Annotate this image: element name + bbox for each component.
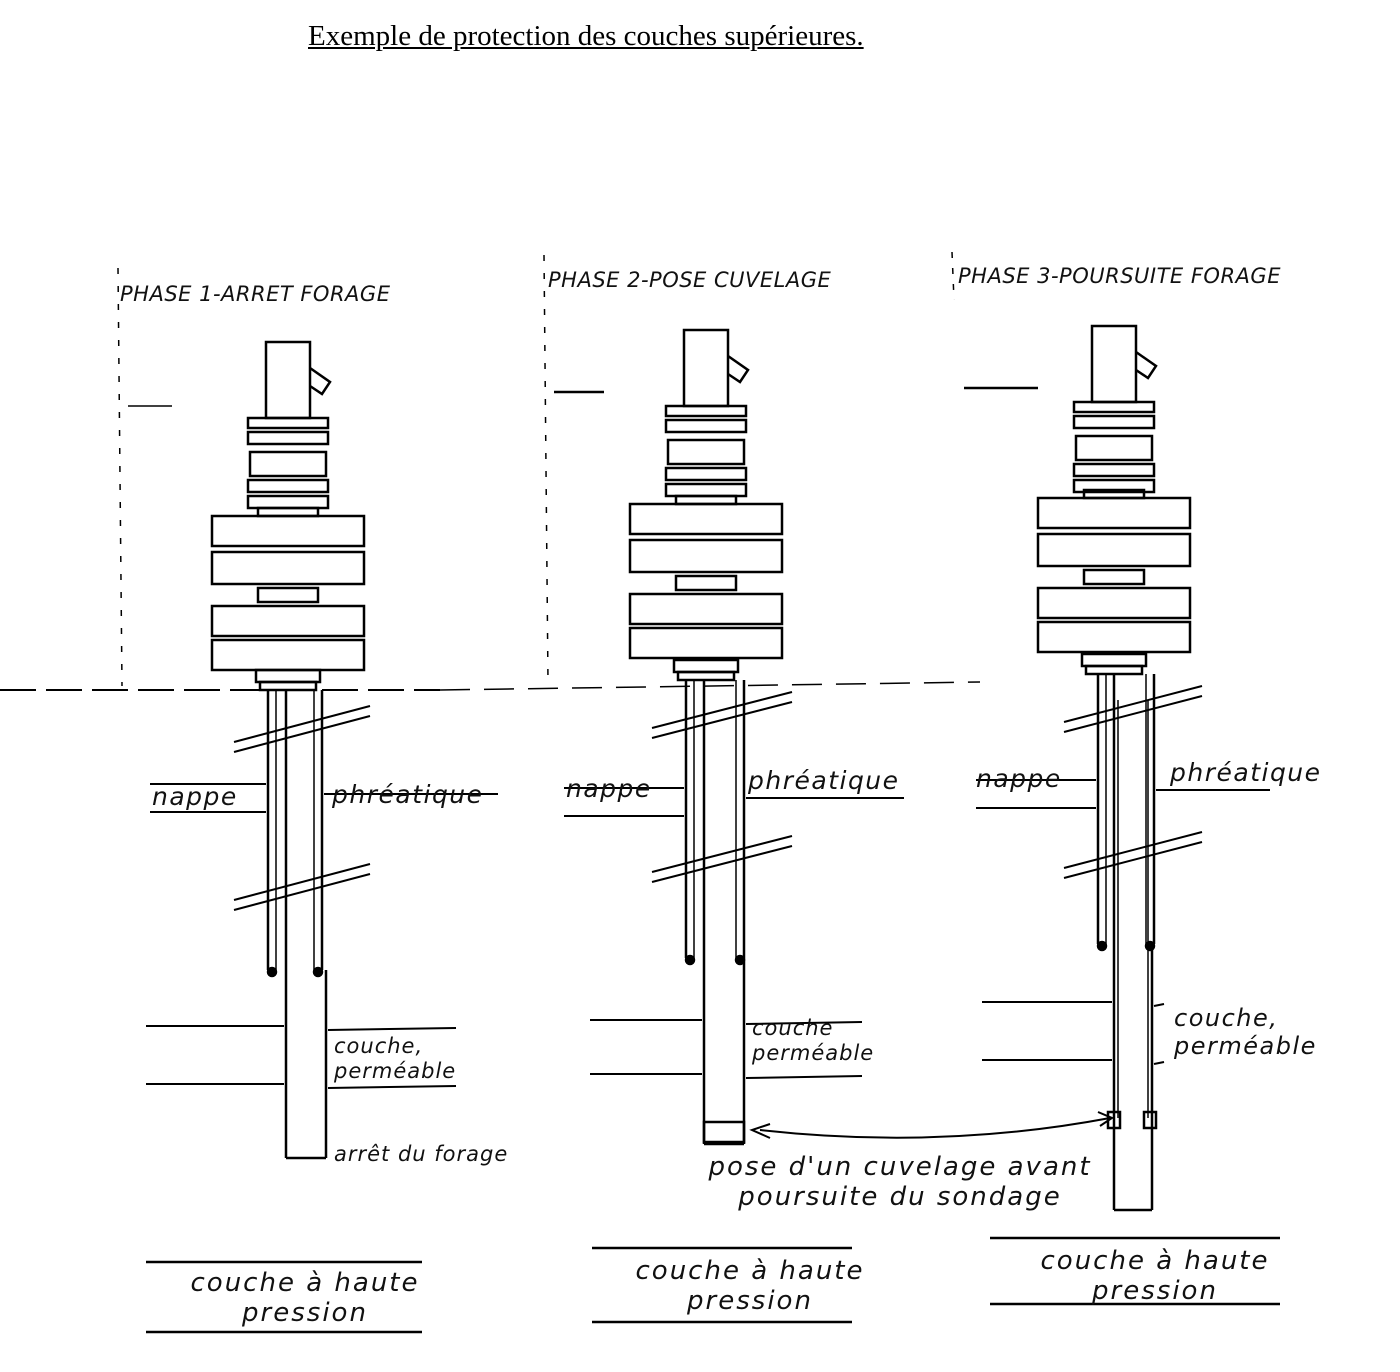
phase2-flange-ring [664, 404, 748, 418]
phase1-flange-ring [246, 478, 330, 494]
phase2-flange-ring [664, 482, 748, 498]
phase1-heading: PHASE 1-ARRET FORAGE [120, 282, 391, 306]
phase2-heading: PHASE 2-POSE CUVELAGE [548, 268, 832, 292]
phase3-haute-pression-label: couche à haute pression [1040, 1246, 1270, 1306]
phase2-spool [666, 438, 746, 466]
phase2-casing-head [676, 670, 736, 682]
phase1-casing-shoe [312, 966, 324, 978]
phase1-break-mark [233, 873, 371, 911]
phase3-permeable-layer-line [1153, 1003, 1165, 1007]
phase3-bop-ram [1036, 496, 1192, 530]
phase1-flange-ring [246, 494, 330, 510]
cuvelage-arrowhead [1097, 1111, 1115, 1127]
phase1-casing-head [258, 680, 318, 692]
phase3-break-mark [1063, 685, 1203, 723]
phase2-riser-pipe [682, 328, 730, 408]
phase3-flange-ring [1072, 478, 1156, 494]
phase2-permeable-layer-line [745, 1021, 863, 1025]
phase1-permeable-layer-line [327, 1027, 457, 1031]
phase2-couche-permeable-label: couche perméable [752, 1016, 875, 1065]
phase2-nappe-label: nappe [566, 774, 652, 803]
phase-separator [951, 251, 955, 301]
phase1-bop-ram [210, 514, 366, 548]
phase2-flange-ring [664, 466, 748, 482]
phase2-bop-spacer [674, 574, 738, 592]
phase-separator [117, 267, 123, 687]
phase2-bop-ram [628, 626, 784, 660]
phase2-side-outlet [727, 354, 750, 384]
phase2-intermediate-casing-shoe [702, 1120, 746, 1144]
phase1-bop-ram [210, 638, 366, 672]
phase1-nappe-label: nappe [152, 782, 238, 811]
phase1-flange-ring [246, 430, 330, 446]
phase3-flange-ring [1072, 400, 1156, 414]
phase3-bop-ram [1036, 532, 1192, 568]
phase2-bop-ram [628, 502, 784, 536]
phase3-couche-permeable-label: couche, perméable [1174, 1004, 1317, 1060]
phase2-phreatique-label: phréatique [748, 766, 900, 795]
phase1-phreatique-label: phréatique [332, 780, 484, 809]
phase3-break-mark [1063, 695, 1203, 733]
cuvelage-arrow [759, 1117, 1111, 1139]
phase3-permeable-layer-line [1153, 1061, 1165, 1065]
phase1-arret-forage-label: arrêt du forage [334, 1142, 509, 1166]
phase3-wellhead [1080, 652, 1148, 668]
phase1-spool [248, 450, 328, 478]
phase3-phreatique-label: phréatique [1170, 758, 1322, 787]
phase3-casing-head [1084, 664, 1144, 676]
phase3-nappe-label: nappe [976, 764, 1062, 793]
phase1-riser-pipe [264, 340, 312, 420]
phase2-permeable-layer-line [745, 1075, 863, 1079]
phase2-pose-cuvelage-label: pose d'un cuvelage avant poursuite du so… [708, 1152, 1092, 1212]
phase3-flange-ring [1072, 414, 1156, 430]
phase1-flange-ring [246, 416, 330, 430]
phase3-casing-shoe [1096, 940, 1108, 952]
phase1-break-mark [233, 863, 371, 901]
phase1-break-mark [233, 705, 371, 743]
phase2-wellhead [672, 658, 740, 674]
phase3-bop-ram [1036, 586, 1192, 620]
phase1-wellhead [254, 668, 322, 684]
phase2-haute-pression-label: couche à haute pression [635, 1256, 865, 1316]
phase2-break-mark [651, 701, 793, 739]
cuvelage-arrowhead [749, 1123, 771, 1139]
phase1-permeable-layer-line [327, 1085, 457, 1089]
phase1-casing-shoe [266, 966, 278, 978]
phase2-break-mark [651, 845, 793, 883]
ground-line [439, 681, 981, 691]
phase1-side-outlet [309, 366, 332, 396]
phase3-bop-spacer [1082, 568, 1146, 586]
page-title: Exemple de protection des couches supéri… [308, 20, 864, 52]
phase1-break-mark [233, 715, 371, 753]
phase2-break-mark [651, 835, 793, 873]
phase3-break-mark [1063, 841, 1203, 879]
phase3-bop-ram [1036, 620, 1192, 654]
phase3-spool [1074, 434, 1154, 462]
phase2-bop-ram [628, 592, 784, 626]
phase2-break-mark [651, 691, 793, 729]
phase-separator [543, 254, 549, 683]
phase1-haute-pression-label: couche à haute pression [190, 1268, 420, 1328]
phase3-side-outlet [1135, 350, 1158, 380]
phase1-bop-ram [210, 550, 366, 586]
phase1-bop-spacer [256, 586, 320, 604]
phase1-bop-ram [210, 604, 366, 638]
phase2-flange-ring [664, 418, 748, 434]
phase3-intermediate-casing-shoe [1142, 1110, 1158, 1130]
phase1-couche-permeable-label: couche, perméable [334, 1034, 457, 1083]
phase2-bop-ram [628, 538, 784, 574]
phase3-heading: PHASE 3-POURSUITE FORAGE [958, 264, 1281, 288]
phase3-flange-ring [1072, 462, 1156, 478]
phase2-casing-shoe [684, 954, 696, 966]
phase3-break-mark [1063, 831, 1203, 869]
phase3-riser-pipe [1090, 324, 1138, 404]
